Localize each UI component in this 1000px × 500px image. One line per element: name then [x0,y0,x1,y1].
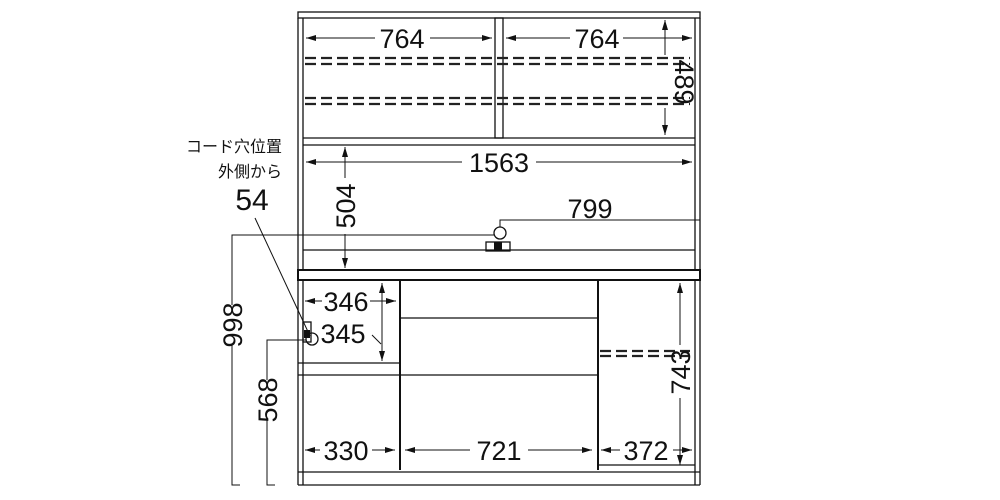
dim-left-lower-width: 330 [323,436,368,466]
leader-line [231,234,494,486]
left-outlet-plug-icon [304,330,310,338]
cord-hole-label-sub: 外側から [218,162,282,181]
upper-hutch [297,11,701,270]
dim-upper-left-width: 764 [379,24,424,54]
dim-hutch-height: 504 [331,183,361,228]
outlet-plug-icon [494,242,502,251]
dim-cord-hole-position: 799 [567,194,612,224]
cord-hole-label: コード穴位置 [186,137,282,156]
leader-line [371,334,382,345]
dim-right-height: 743 [666,349,696,394]
lower-cabinet [297,269,701,486]
dim-total-height: 998 [218,302,248,347]
dim-middle-width: 721 [476,436,521,466]
dim-upper-height: 489 [669,59,699,104]
left-cord-hole-icon [305,332,319,346]
dim-right-width: 372 [623,436,668,466]
cord-hole-offset: 54 [235,184,268,217]
dim-left-box-width: 346 [323,287,368,317]
leader-line [499,219,700,227]
cord-hole-icon [493,226,507,240]
dim-left-box-height: 345 [320,319,365,349]
dim-upper-right-width: 764 [574,24,619,54]
dim-cord-hole-height: 568 [253,377,283,422]
dim-hutch-width: 1563 [469,148,529,178]
leader-line [254,217,311,337]
